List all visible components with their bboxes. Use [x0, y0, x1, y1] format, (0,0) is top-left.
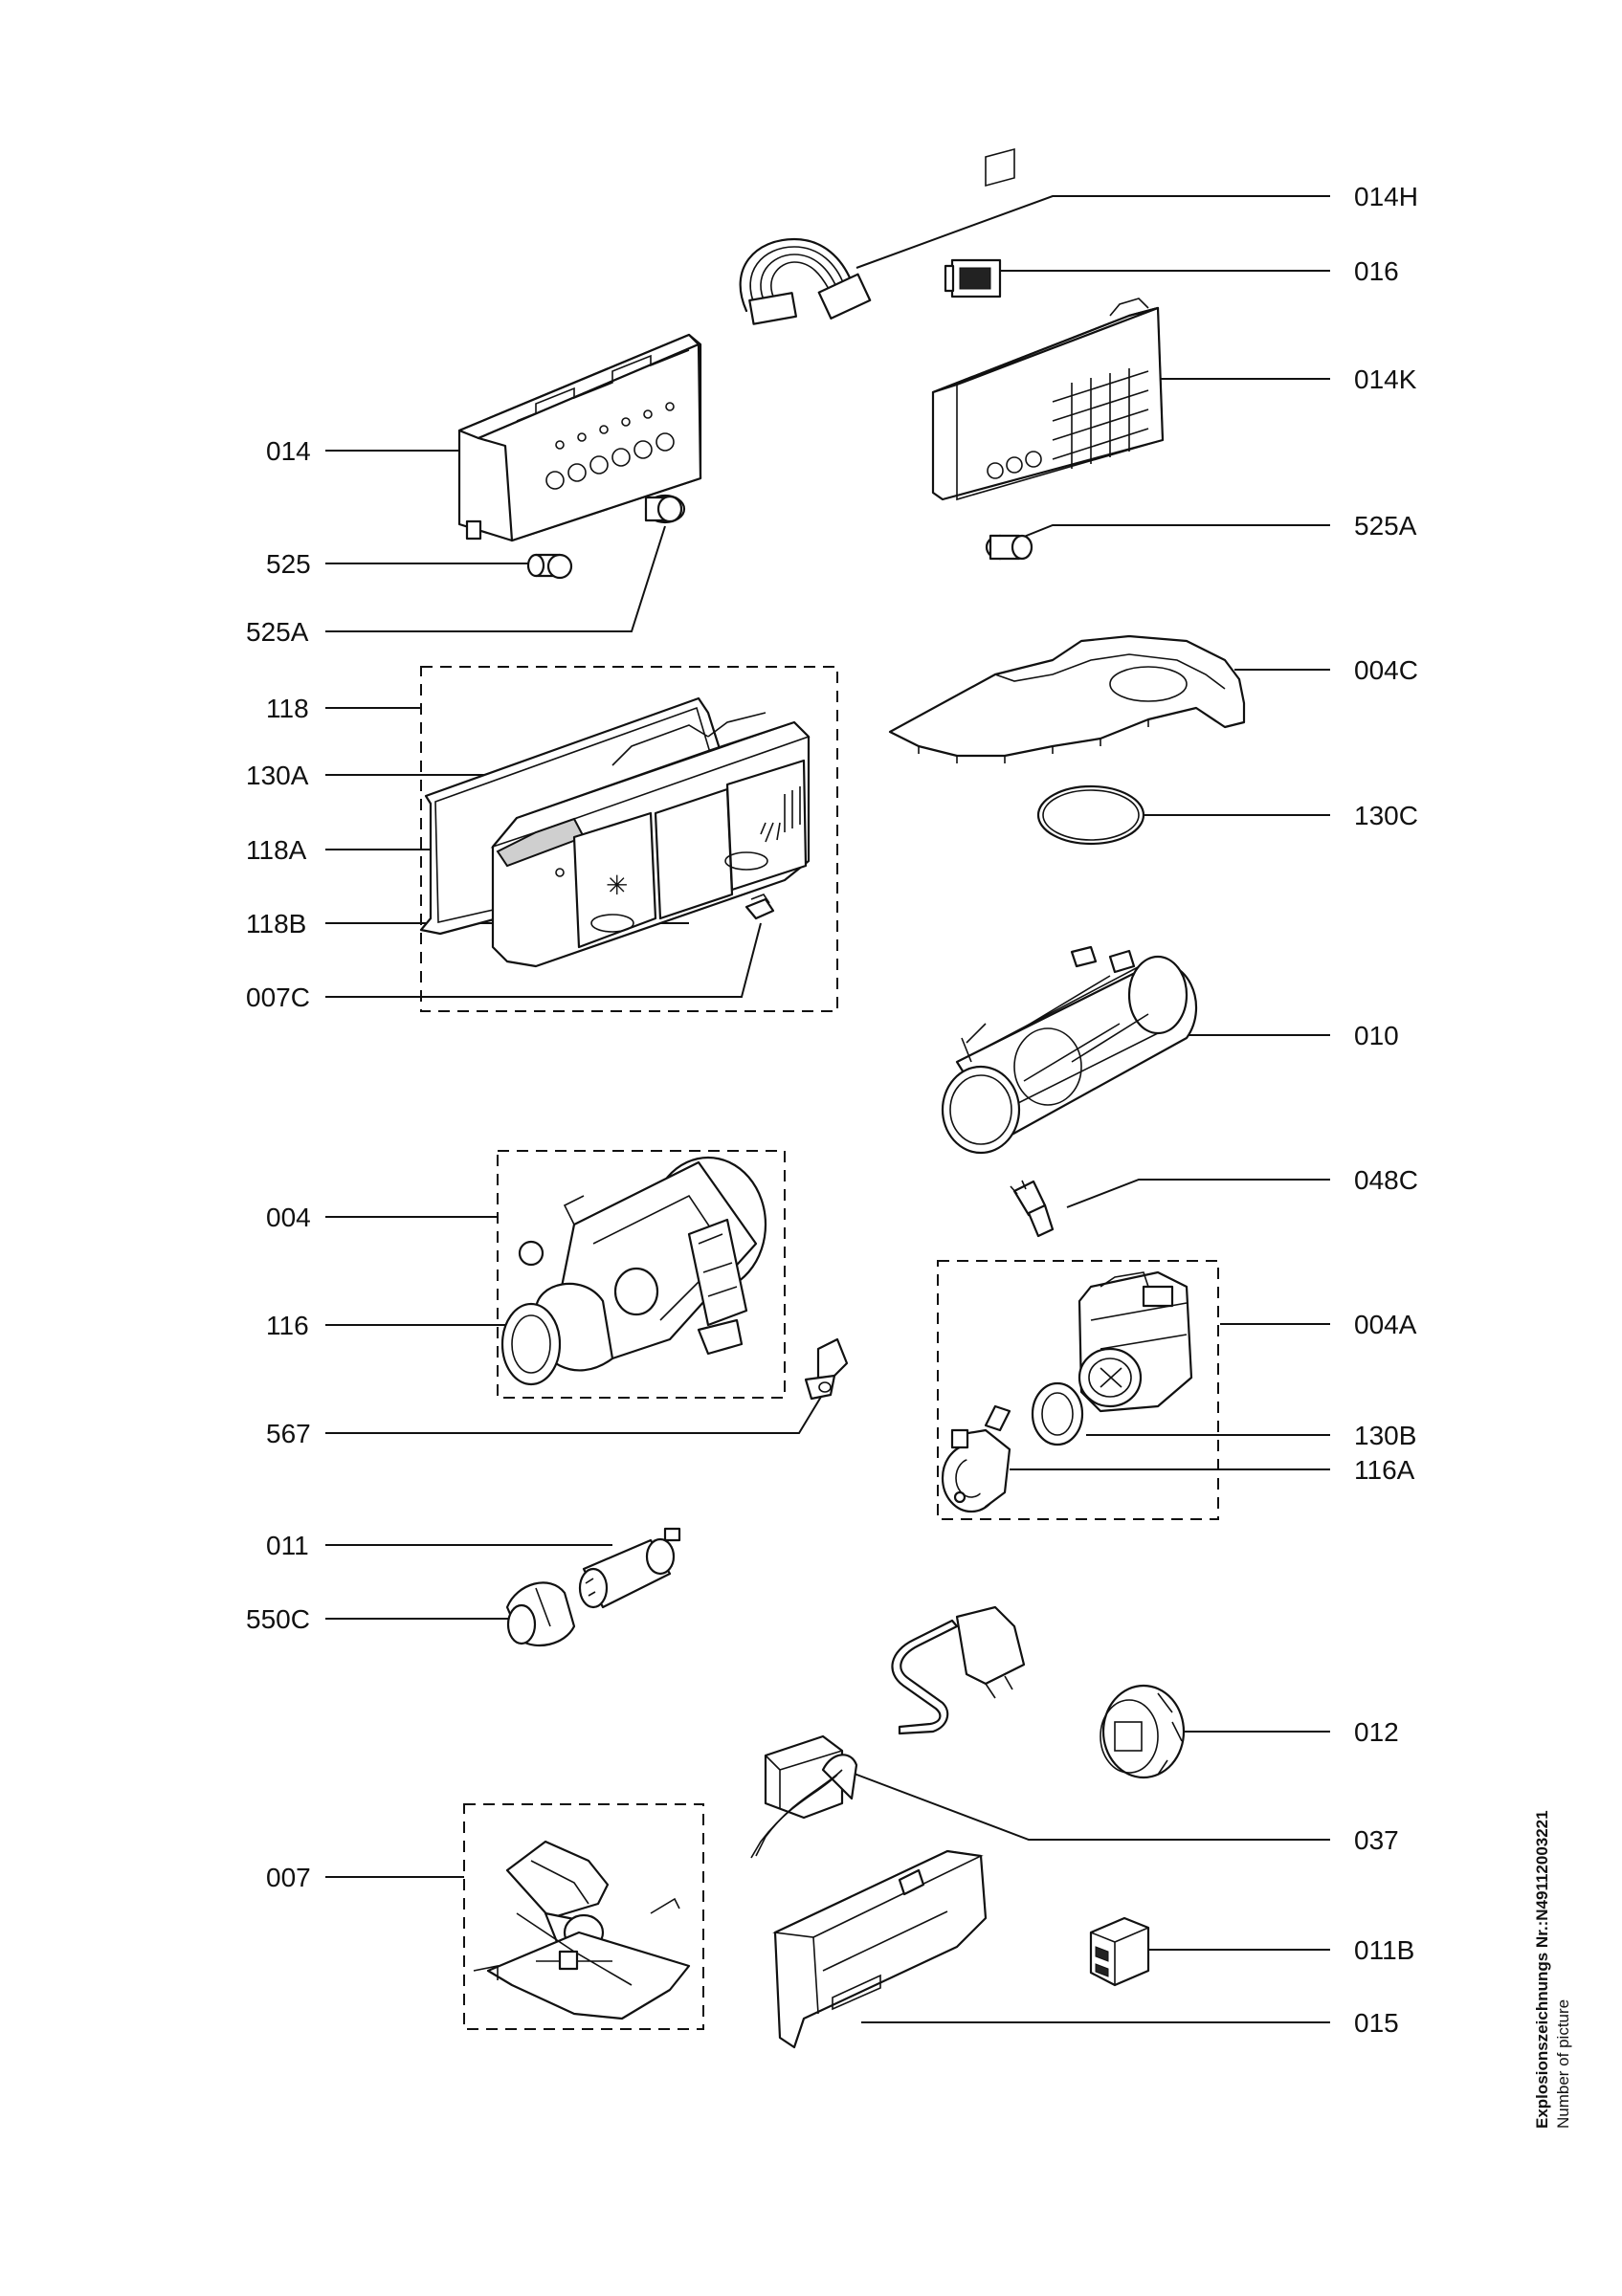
label-004C: 004C — [1354, 655, 1418, 685]
label-014K: 014K — [1354, 364, 1417, 394]
relay-icon — [1089, 1916, 1150, 1987]
display-module-icon — [944, 258, 1002, 298]
group-box-004 — [497, 1150, 786, 1399]
label-567: 567 — [266, 1419, 311, 1448]
label-015: 015 — [1354, 2008, 1399, 2038]
label-011: 011 — [266, 1531, 309, 1560]
group-box-004A — [937, 1260, 1219, 1520]
pump-clip-icon — [804, 1337, 849, 1401]
label-118: 118 — [266, 694, 309, 723]
label-118A: 118A — [246, 835, 307, 865]
group-box-118 — [420, 666, 838, 1012]
label-525A-right: 525A — [1354, 511, 1417, 541]
sump-cover-icon — [888, 634, 1246, 763]
label-130A: 130A — [246, 761, 309, 790]
label-004: 004 — [266, 1203, 311, 1232]
label-014: 014 — [266, 436, 311, 466]
cover-housing-icon — [772, 1849, 988, 2049]
label-525A-left: 525A — [246, 617, 309, 647]
dispenser-star-icon: ✳ — [606, 871, 628, 900]
detergent-dispenser-icon: ✳ — [490, 712, 811, 968]
group-box-007 — [463, 1803, 704, 2030]
seal-ring-icon — [1031, 1381, 1084, 1446]
label-004A: 004A — [1354, 1310, 1417, 1339]
seal-ring-inner-icon — [1041, 1392, 1074, 1436]
circulation-pump-icon — [500, 1156, 767, 1386]
label-007: 007 — [266, 1863, 311, 1892]
heater-icon — [941, 945, 1197, 1155]
label-116A: 116A — [1354, 1455, 1415, 1485]
label-550C: 550C — [246, 1604, 310, 1634]
push-button-icon — [985, 534, 1033, 561]
rotary-selector-icon — [1100, 1684, 1186, 1779]
clip-icon — [744, 894, 775, 920]
spray-arm-holder-icon — [473, 1840, 691, 2020]
label-118B: 118B — [246, 909, 306, 938]
label-010: 010 — [1354, 1021, 1399, 1050]
label-130C: 130C — [1354, 801, 1418, 830]
footer-subtitle: Number of picture — [1554, 1999, 1572, 2129]
cover-cap-icon — [505, 1581, 576, 1647]
o-ring-icon — [1036, 784, 1145, 846]
label-011B: 011B — [1354, 1935, 1414, 1965]
pump-housing-icon — [941, 1404, 1011, 1513]
label-014H: 014H — [1354, 182, 1418, 211]
terminal-block-icon — [750, 1734, 858, 1859]
control-module-icon — [457, 333, 702, 542]
capacitor-icon — [578, 1527, 681, 1609]
sensor-icon — [1010, 1180, 1055, 1238]
label-130B: 130B — [1354, 1421, 1416, 1450]
label-525: 525 — [266, 549, 311, 579]
part-labels: 014H 016 014K 014 525A 525 525A 004C 118… — [246, 182, 1418, 2038]
footer-title: Explosionszeichnungs Nr.:N49112003221 — [1533, 1810, 1551, 2129]
o-ring-inner-icon — [1042, 789, 1140, 841]
push-button-icon — [526, 553, 573, 580]
label-016: 016 — [1354, 256, 1399, 286]
drain-pump-icon — [1078, 1270, 1193, 1413]
picture-number-footer: Explosionszeichnungs Nr.:N49112003221 Nu… — [1533, 1810, 1572, 2129]
control-panel-icon — [931, 147, 1165, 501]
wiring-harness-icon — [739, 237, 872, 325]
label-007C: 007C — [246, 982, 310, 1012]
label-048C: 048C — [1354, 1165, 1418, 1195]
label-116: 116 — [266, 1311, 309, 1340]
push-button-icon — [644, 494, 686, 524]
label-037: 037 — [1354, 1825, 1399, 1855]
label-012: 012 — [1354, 1717, 1399, 1747]
mains-cable-icon — [891, 1605, 1026, 1735]
